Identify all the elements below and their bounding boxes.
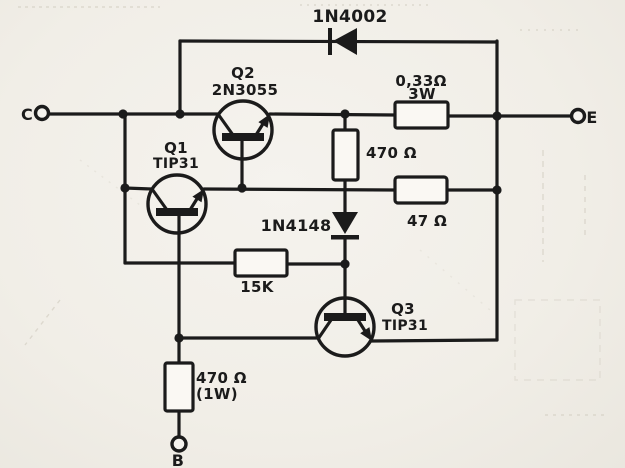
- terminal-e-label: E: [586, 108, 597, 127]
- transistor-base-bar: [156, 208, 198, 216]
- terminal-b-label: B: [172, 451, 185, 468]
- transistor-circle: [314, 296, 376, 358]
- resistor-470-1w: 470 Ω (1W): [163, 361, 247, 413]
- resistor-body: [393, 175, 449, 205]
- collector-lead: [216, 113, 235, 136]
- resistor-value: 470 Ω: [366, 144, 417, 162]
- emitter-lead: [356, 319, 367, 332]
- wire-net: [46, 39, 574, 439]
- resistor-47: 47 Ω: [393, 175, 449, 230]
- resistor-body: [331, 128, 360, 182]
- emitter-arrow: [360, 327, 372, 341]
- junction-dot: [175, 109, 185, 119]
- junction-dot: [340, 259, 350, 269]
- junction-dots: [118, 109, 502, 343]
- transistor-q2: Q2 2N3055: [212, 64, 279, 161]
- diode-1n4002-label: 1N4002: [312, 7, 387, 27]
- junction-dot: [492, 111, 502, 121]
- diode-1n4002: 1N4002: [312, 7, 387, 55]
- resistor-value: 470 Ω: [196, 369, 247, 387]
- junction-dot: [492, 185, 502, 195]
- diode-1n4148-label: 1N4148: [261, 216, 332, 235]
- scan-artifacts: [18, 4, 605, 416]
- resistor-body: [163, 361, 195, 413]
- terminal-c-label: C: [21, 105, 33, 124]
- resistor-body: [393, 100, 450, 130]
- transistor-circle: [212, 99, 274, 161]
- diode-cathode-bar: [331, 235, 359, 240]
- transistor-base-bar: [324, 313, 366, 321]
- resistor-15k: 15K: [233, 248, 289, 296]
- resistor-power: (1W): [196, 385, 238, 403]
- wire-q3-emitter: [369, 338, 499, 343]
- transistor-circle: [146, 173, 208, 235]
- diode-triangle: [333, 28, 357, 55]
- junction-dot: [120, 183, 130, 193]
- wire-q2-emitter-rail: [268, 112, 397, 117]
- emitter-arrow: [192, 189, 204, 203]
- transistor-part: 2N3055: [212, 81, 279, 99]
- transistor-part: TIP31: [153, 156, 199, 172]
- diode-cathode-bar: [328, 28, 332, 55]
- terminal-c: C: [21, 104, 51, 124]
- junction-dot: [174, 333, 184, 343]
- resistor-033-3w: 0,33Ω 3W: [393, 72, 450, 130]
- transistor-ref: Q1: [164, 139, 188, 157]
- resistor-470: 470 Ω: [331, 128, 417, 182]
- transistor-q1: Q1 TIP31: [146, 139, 208, 235]
- transistor-base-bar: [222, 133, 264, 141]
- transistor-ref: Q2: [231, 64, 255, 82]
- terminal-e: E: [569, 107, 597, 127]
- junction-dot: [340, 109, 350, 119]
- resistor-value: 0,33Ω: [395, 72, 446, 90]
- junction-dot: [118, 109, 128, 119]
- collector-lead: [316, 319, 333, 340]
- emitter-arrow: [258, 114, 270, 128]
- transistor-q3: Q3 TIP31: [314, 296, 428, 358]
- wire-base-row: [202, 187, 397, 192]
- terminal-c-node: [33, 104, 51, 122]
- transistor-ref: Q3: [391, 300, 415, 318]
- transistor-part: TIP31: [382, 318, 428, 334]
- terminal-e-node: [569, 107, 587, 125]
- terminal-b: B: [170, 435, 188, 468]
- collector-lead: [150, 188, 169, 211]
- junction-dot: [237, 183, 247, 193]
- diode-1n4148: 1N4148: [261, 212, 359, 240]
- resistor-value: 15K: [240, 278, 274, 296]
- terminal-b-node: [170, 435, 188, 453]
- resistor-value: 47 Ω: [407, 212, 447, 230]
- diode-triangle: [332, 212, 358, 234]
- resistor-power: 3W: [408, 85, 436, 103]
- resistor-body: [233, 248, 289, 278]
